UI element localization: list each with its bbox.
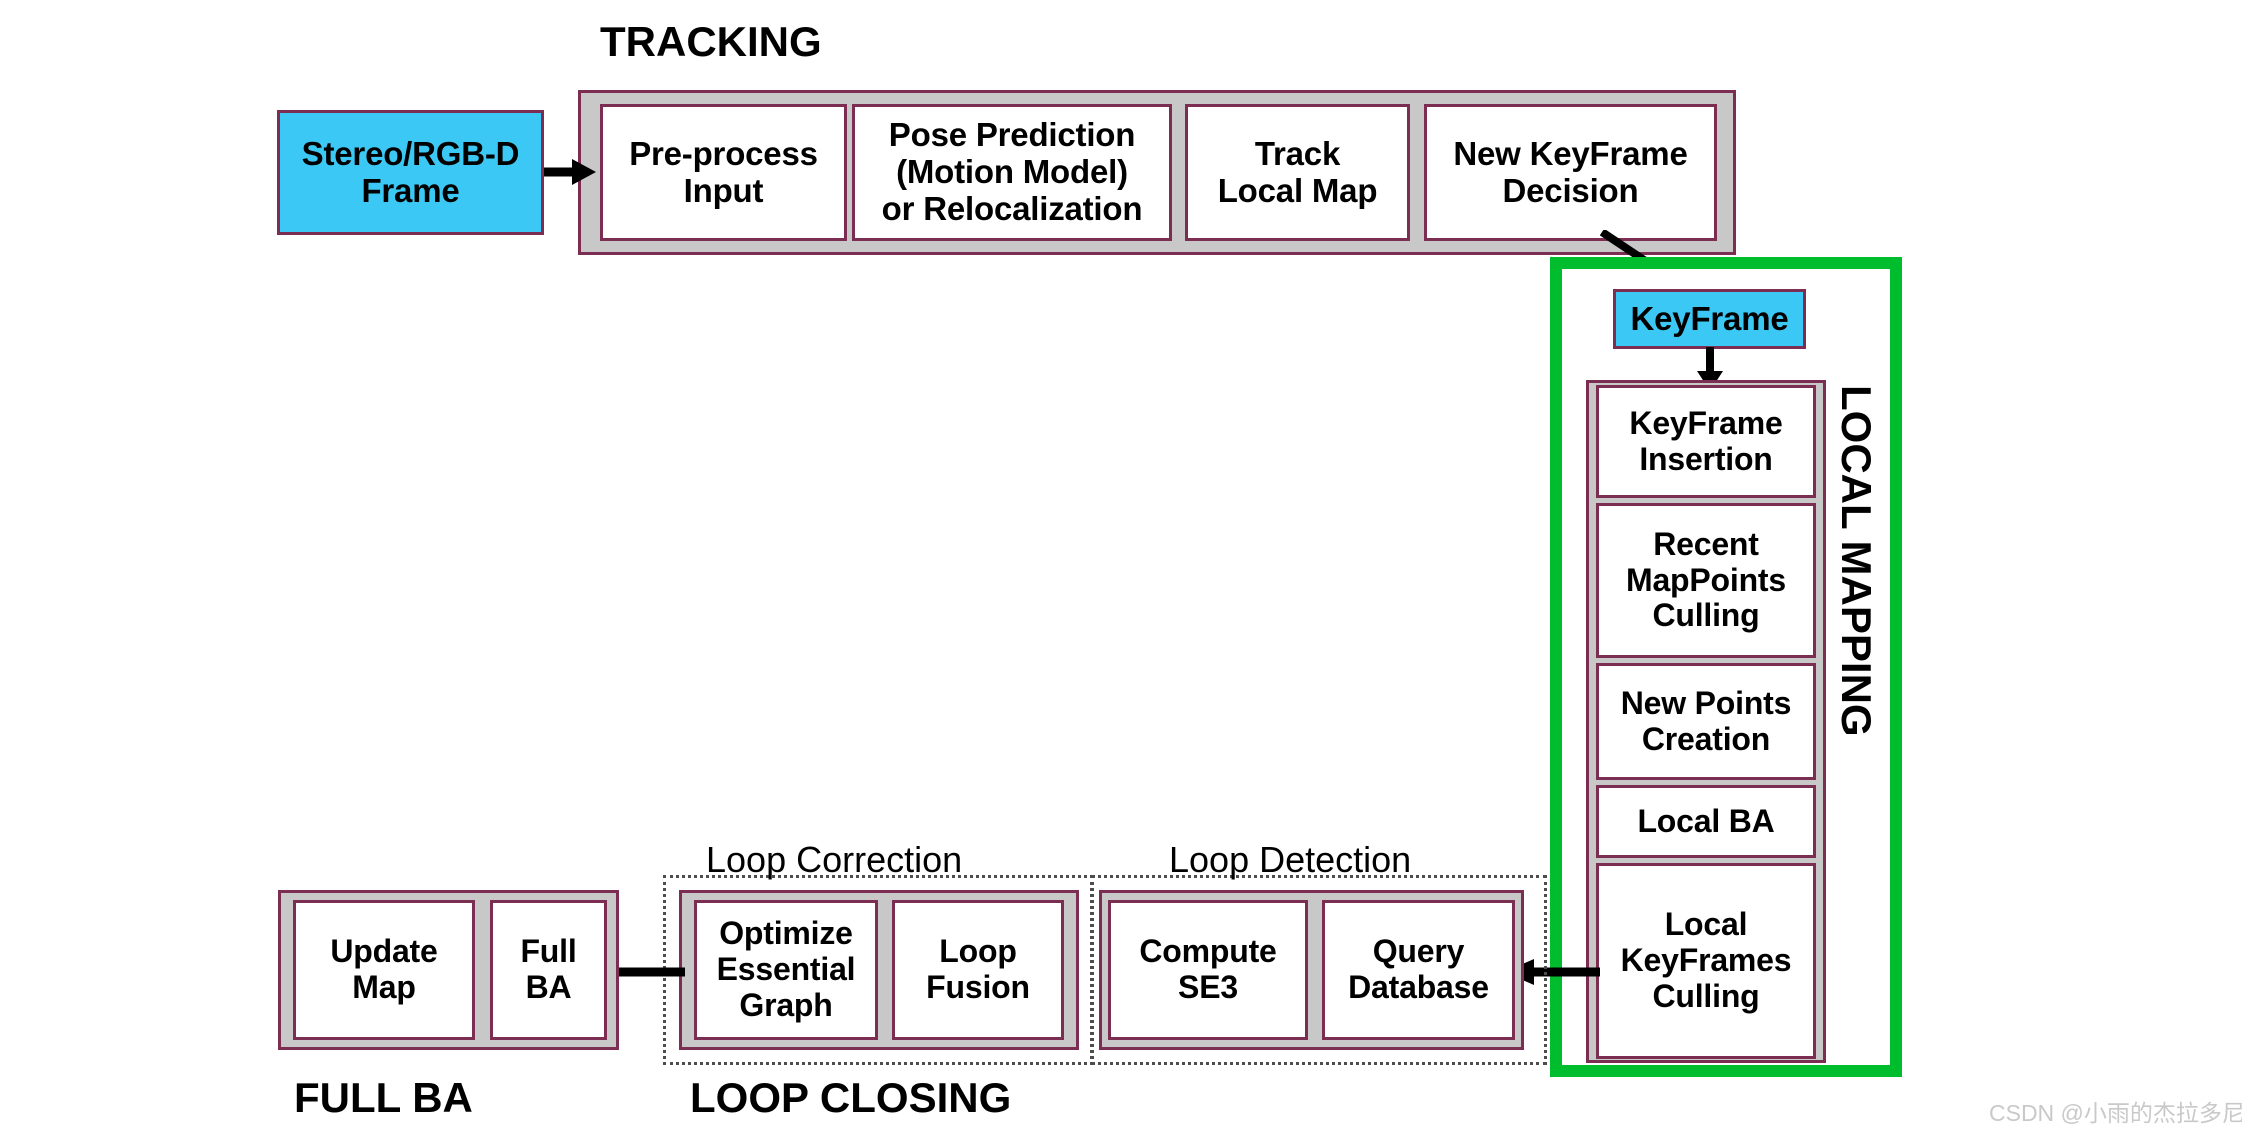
node-label: Loop Fusion <box>926 933 1030 1005</box>
node-new-keyframe-decision[interactable]: New KeyFrame Decision <box>1424 104 1717 241</box>
node-keyframe[interactable]: KeyFrame <box>1613 289 1806 349</box>
node-label: KeyFrame <box>1630 299 1789 337</box>
node-update-map[interactable]: Update Map <box>293 900 475 1040</box>
node-label: New Points Creation <box>1620 684 1792 757</box>
csdn-watermark: CSDN @小雨的杰拉多尼 <box>1989 1100 2242 1126</box>
node-compute-se3[interactable]: Compute SE3 <box>1108 900 1308 1040</box>
node-query-database[interactable]: Query Database <box>1322 900 1515 1040</box>
loop-correction-label: Loop Correction <box>706 839 963 880</box>
node-loop-fusion[interactable]: Loop Fusion <box>892 900 1064 1040</box>
node-label: Track Local Map <box>1217 134 1378 209</box>
node-label: Recent MapPoints Culling <box>1626 525 1786 634</box>
loop-closing-section-label: LOOP CLOSING <box>690 1074 1012 1121</box>
node-label: KeyFrame Insertion <box>1629 404 1783 477</box>
node-label: Query Database <box>1348 933 1489 1005</box>
node-recent-mappoints-culling[interactable]: Recent MapPoints Culling <box>1596 503 1816 658</box>
node-pre-process-input[interactable]: Pre-process Input <box>600 104 847 241</box>
full-ba-section-label: FULL BA <box>294 1074 473 1121</box>
node-optimize-essential-graph[interactable]: Optimize Essential Graph <box>694 900 878 1040</box>
node-label: Pre-process Input <box>629 134 818 209</box>
node-new-points-creation[interactable]: New Points Creation <box>1596 663 1816 780</box>
node-label: Update Map <box>330 933 438 1005</box>
node-label: Stereo/RGB-D Frame <box>301 134 520 209</box>
node-track-local-map[interactable]: Track Local Map <box>1185 104 1410 241</box>
loop-detection-label: Loop Detection <box>1169 839 1412 880</box>
node-label: New KeyFrame Decision <box>1453 134 1688 209</box>
node-label: Compute SE3 <box>1139 933 1277 1005</box>
node-stereo-rgbd-frame[interactable]: Stereo/RGB-D Frame <box>277 110 544 235</box>
node-label: Pose Prediction (Motion Model) or Reloca… <box>881 116 1143 227</box>
tracking-section-label: TRACKING <box>600 18 822 65</box>
node-keyframe-insertion[interactable]: KeyFrame Insertion <box>1596 385 1816 498</box>
local-mapping-section-label: LOCAL MAPPING <box>1833 385 1880 737</box>
node-label: Local BA <box>1637 802 1775 839</box>
node-label: Optimize Essential Graph <box>716 915 856 1023</box>
node-local-keyframes-culling[interactable]: Local KeyFrames Culling <box>1596 863 1816 1059</box>
frame-to-preprocess-arrow <box>544 155 596 189</box>
node-pose-prediction[interactable]: Pose Prediction (Motion Model) or Reloca… <box>852 104 1172 241</box>
loop-detection-group <box>1091 875 1547 1065</box>
node-label: Full BA <box>520 933 577 1005</box>
node-local-ba[interactable]: Local BA <box>1596 785 1816 858</box>
node-label: Local KeyFrames Culling <box>1620 906 1792 1014</box>
node-full-ba[interactable]: Full BA <box>490 900 607 1040</box>
